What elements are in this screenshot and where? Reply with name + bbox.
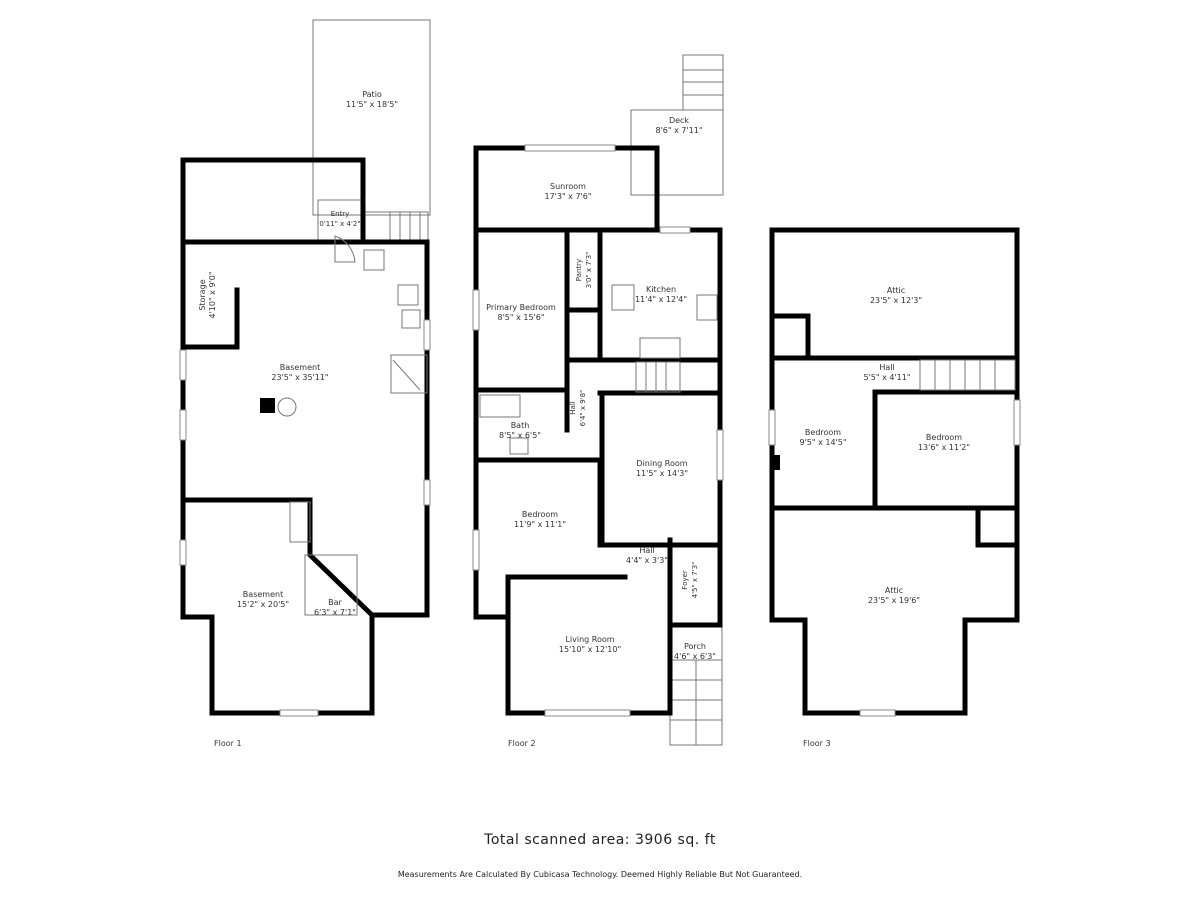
floor-1-label: Floor 1	[214, 739, 242, 748]
floor-3-walls	[768, 227, 1021, 717]
floor-1-walls	[179, 19, 431, 717]
floor-3-label: Floor 3	[803, 739, 831, 748]
total-scanned-area: Total scanned area: 3906 sq. ft	[484, 832, 716, 848]
disclaimer: Measurements Are Calculated By Cubicasa …	[397, 870, 803, 879]
floor-2-walls	[472, 54, 724, 746]
floor-2-label: Floor 2	[508, 739, 536, 748]
